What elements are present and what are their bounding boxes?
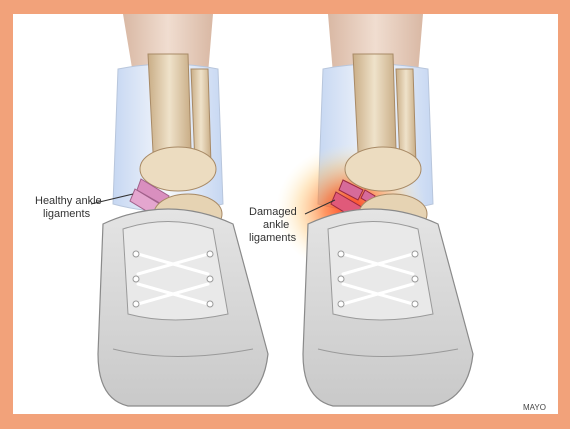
ankle-ligament-illustration: Healthy ankle ligaments: [13, 14, 558, 414]
damaged-label-line2: ankle: [263, 219, 289, 231]
healthy-label-line2: ligaments: [43, 208, 91, 220]
damaged-label-line1: Damaged: [249, 206, 297, 218]
healthy-ankle-figure: [98, 14, 268, 406]
credit-text: MAYO: [523, 403, 546, 412]
illustration-panel: Healthy ankle ligaments: [13, 14, 558, 414]
damaged-label-line3: ligaments: [249, 232, 297, 244]
healthy-label-line1: Healthy ankle: [35, 195, 102, 207]
damaged-ankle-figure: [276, 14, 473, 406]
